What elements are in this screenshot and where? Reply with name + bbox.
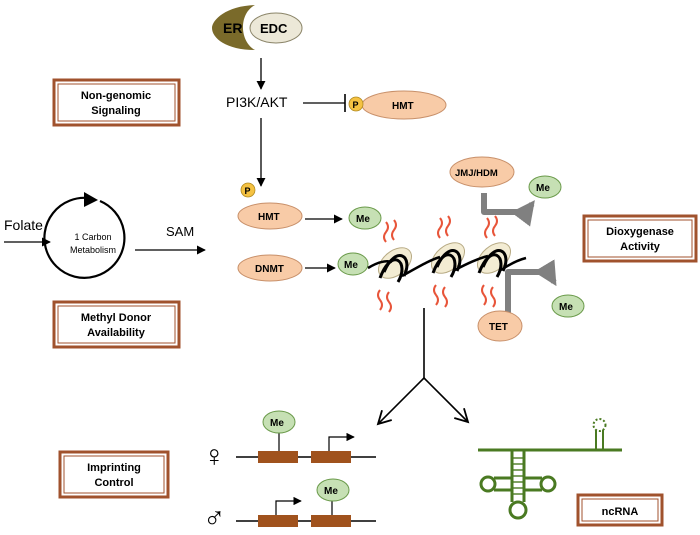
hmt-top-label: HMT — [392, 101, 414, 112]
dioxygenase-line1: Dioxygenase — [606, 226, 674, 238]
nucleosome — [378, 247, 412, 283]
svg-text:P: P — [245, 186, 251, 196]
dnmt-enzyme: DNMT — [237, 254, 303, 282]
er-label: ER — [223, 20, 242, 36]
me-mark-female: Me — [262, 410, 296, 434]
sam-label: SAM — [166, 224, 194, 239]
nongenomic-line1: Non-genomic — [81, 90, 151, 102]
one-carbon-line1: 1 Carbon — [74, 232, 111, 242]
hmt-top-enzyme: HMT — [361, 90, 447, 120]
nucleosome — [477, 242, 511, 278]
p-badge-top: P — [348, 96, 364, 112]
tet-enzyme: TET — [477, 310, 523, 342]
svg-text:P: P — [353, 100, 359, 110]
female-symbol: ♀ — [203, 440, 226, 473]
nongenomic-signaling-box: Non-genomic Signaling — [52, 78, 181, 127]
imprinting-control-box: Imprinting Control — [58, 450, 170, 499]
jmj-hdm-label: JMJ/HDM — [455, 168, 498, 179]
one-carbon-cycle: 1 Carbon Metabolism — [43, 192, 126, 279]
me-mark-hmt: Me — [348, 206, 382, 230]
methyl-donor-line1: Methyl Donor — [81, 312, 152, 324]
jmj-hdm-enzyme: JMJ/HDM — [449, 156, 515, 188]
svg-text:Me: Me — [324, 486, 338, 497]
svg-text:Me: Me — [270, 418, 284, 429]
p-badge-mid: P — [240, 182, 256, 198]
jmj-demethylation-arrow — [481, 193, 535, 227]
methyl-donor-box: Methyl Donor Availability — [52, 300, 181, 349]
tet-label: TET — [489, 322, 508, 333]
me-mark-tet: Me — [551, 294, 585, 318]
branch-arrows — [376, 308, 470, 426]
male-gene-track — [236, 496, 376, 527]
me-mark-dnmt: Me — [337, 252, 369, 276]
one-carbon-line2: Metabolism — [70, 245, 116, 255]
svg-text:Me: Me — [559, 302, 573, 313]
ncrna-label: ncRNA — [602, 506, 639, 518]
chromatin-fiber — [367, 215, 527, 313]
dioxygenase-line2: Activity — [620, 241, 661, 253]
female-gene-track — [236, 432, 376, 463]
dioxygenase-activity-box: Dioxygenase Activity — [582, 214, 698, 263]
dnmt-label: DNMT — [255, 264, 284, 275]
ncrna-box: ncRNA — [576, 493, 664, 527]
ncrna-structure — [478, 418, 622, 520]
imprinting-line2: Control — [94, 477, 133, 489]
tet-demethylation-arrow — [505, 259, 557, 316]
pi3k-inhibits-hmt — [303, 94, 346, 112]
edc-label: EDC — [260, 21, 288, 36]
folate-label: Folate — [4, 217, 43, 233]
me-mark-male: Me — [316, 478, 350, 502]
methyl-donor-line2: Availability — [87, 327, 146, 339]
hmt-mid-enzyme: HMT — [237, 202, 303, 230]
er-edc-receptor: ER EDC — [212, 5, 303, 50]
nucleosome — [431, 242, 465, 278]
imprinting-line1: Imprinting — [87, 462, 141, 474]
svg-text:Me: Me — [536, 183, 550, 194]
male-symbol: ♂ — [203, 502, 226, 535]
hmt-mid-label: HMT — [258, 212, 280, 223]
svg-text:Me: Me — [344, 260, 358, 271]
nongenomic-line2: Signaling — [91, 105, 141, 117]
svg-text:Me: Me — [356, 214, 370, 225]
pi3k-akt-label: PI3K/AKT — [226, 94, 288, 110]
me-mark-jmj: Me — [528, 175, 562, 199]
er-receptor-shape — [212, 5, 255, 50]
edc-ligand-shape — [249, 12, 303, 44]
